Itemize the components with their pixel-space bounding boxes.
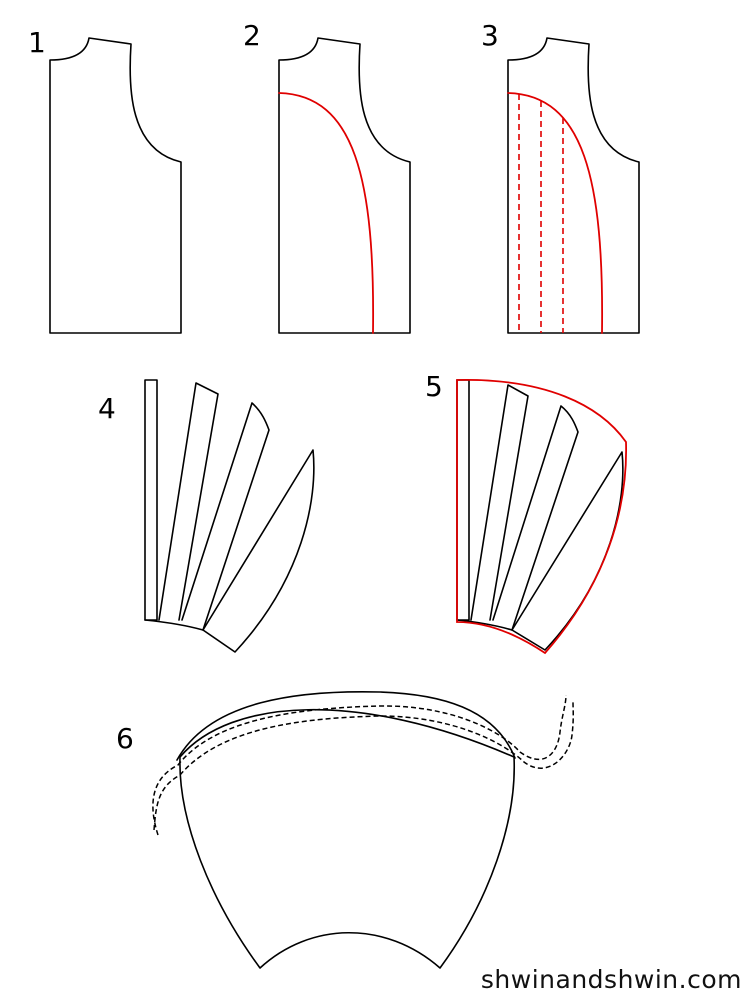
site-watermark: shwinandshwin.com bbox=[481, 965, 742, 994]
spread-piece-1 bbox=[144, 379, 158, 621]
traced-piece-3 bbox=[492, 405, 579, 631]
new-sleeve-outline bbox=[456, 379, 627, 655]
step-5: 5 bbox=[425, 370, 627, 655]
cut-curve-3 bbox=[507, 92, 604, 334]
traced-hem-curve bbox=[456, 619, 513, 631]
spread-piece-4 bbox=[202, 449, 315, 653]
gather-line-inner bbox=[153, 701, 574, 831]
step-1: 1 bbox=[28, 26, 182, 334]
step-label-2: 2 bbox=[243, 19, 261, 52]
step-2: 2 bbox=[243, 19, 411, 334]
step-3: 3 bbox=[481, 19, 640, 334]
sleeve-pattern-outline bbox=[179, 708, 516, 969]
step-label-4: 4 bbox=[98, 392, 116, 425]
step-label-5: 5 bbox=[425, 370, 443, 403]
step-label-6: 6 bbox=[116, 722, 134, 755]
sleeve-cap-edge bbox=[176, 690, 516, 761]
step-4: 4 bbox=[98, 379, 315, 653]
bodice-outline-1 bbox=[49, 37, 182, 334]
spread-hem-curve bbox=[144, 619, 204, 631]
traced-piece-4 bbox=[511, 451, 624, 651]
step-label-3: 3 bbox=[481, 19, 499, 52]
spread-piece-3 bbox=[181, 402, 270, 631]
traced-piece-1 bbox=[456, 379, 470, 621]
step-label-1: 1 bbox=[28, 26, 46, 59]
cut-curve-2 bbox=[278, 92, 375, 334]
bodice-outline-3 bbox=[507, 37, 640, 334]
traced-piece-2 bbox=[470, 384, 529, 621]
spread-piece-2 bbox=[158, 382, 219, 621]
step-6: 6 bbox=[116, 690, 574, 969]
bodice-outline-2 bbox=[278, 37, 411, 334]
gather-line-outer bbox=[152, 694, 567, 836]
